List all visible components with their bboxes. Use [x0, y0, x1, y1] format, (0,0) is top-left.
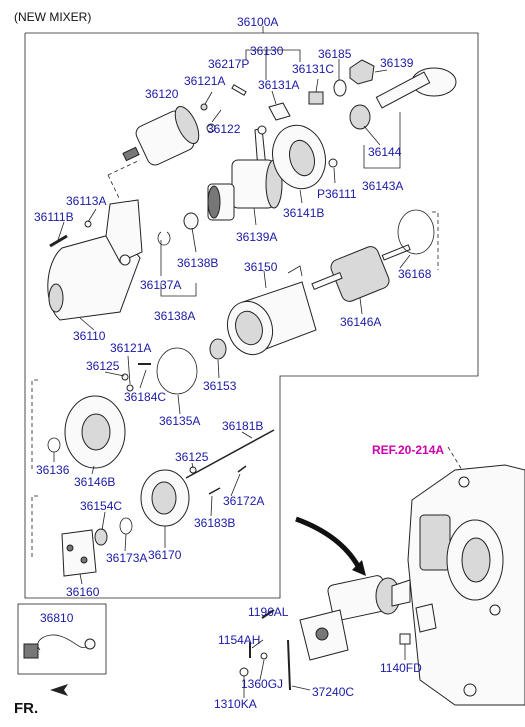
label-36183B[interactable]: 36183B: [194, 516, 236, 530]
o-ring-36168: [397, 209, 435, 255]
variant-title: (NEW MIXER): [14, 10, 92, 24]
plate-36141B: [272, 124, 326, 190]
label-36146A[interactable]: 36146A: [340, 315, 382, 329]
label-36810[interactable]: 36810: [40, 611, 74, 625]
label-36110[interactable]: 36110: [73, 329, 106, 343]
yoke-36150: [226, 265, 317, 356]
label-36144[interactable]: 36144: [368, 145, 402, 159]
label-36122[interactable]: 36122: [207, 122, 241, 136]
label-36139[interactable]: 36139: [380, 56, 414, 70]
label-36121A-mid[interactable]: 36121A: [110, 341, 152, 355]
label-36137A[interactable]: 36137A: [140, 278, 182, 292]
label-36153[interactable]: 36153: [203, 379, 237, 393]
label-1196AL[interactable]: 1196AL: [248, 605, 289, 619]
label-36111B[interactable]: 36111B: [34, 210, 74, 224]
label-36125-mid[interactable]: 36125: [86, 359, 120, 373]
engine-block: [407, 446, 525, 706]
front-housing-36110: [47, 199, 143, 321]
label-36131C[interactable]: 36131C: [292, 62, 335, 76]
label-36173A[interactable]: 36173A: [106, 551, 148, 565]
end-frame-36146B: [31, 379, 126, 470]
label-36150[interactable]: 36150: [244, 260, 278, 274]
label-36160[interactable]: 36160: [66, 585, 100, 599]
reference-link[interactable]: REF.20-214A: [372, 443, 445, 457]
front-direction-label: FR.: [14, 700, 39, 717]
pinion-clutch-36139A: [207, 159, 283, 221]
armature-36146A: [311, 244, 411, 302]
rear-cover-36170: [140, 469, 190, 527]
brush-plate-36160: [31, 495, 97, 577]
starter-assembly: [299, 575, 411, 661]
solenoid-36120: [107, 105, 200, 201]
label-36143A[interactable]: 36143A: [362, 179, 404, 193]
label-1154AH[interactable]: 1154AH: [218, 633, 261, 647]
label-36113A[interactable]: 36113A: [66, 194, 107, 208]
label-36141B[interactable]: 36141B: [283, 206, 325, 220]
label-P36111[interactable]: P36111: [317, 187, 357, 201]
label-37240C[interactable]: 37240C: [312, 685, 355, 699]
label-36170[interactable]: 36170: [148, 548, 182, 562]
pinion-shaft-36143A: [349, 67, 457, 130]
label-36120[interactable]: 36120: [145, 87, 179, 101]
label-1310KA[interactable]: 1310KA: [214, 697, 257, 711]
label-36181B[interactable]: 36181B: [222, 419, 264, 433]
bracket-36131A: [308, 91, 324, 105]
label-36146B[interactable]: 36146B: [74, 475, 116, 489]
label-36130[interactable]: 36130: [250, 44, 284, 58]
label-36121A-top[interactable]: 36121A: [184, 74, 226, 88]
label-36217P[interactable]: 36217P: [208, 57, 250, 71]
label-36168[interactable]: 36168: [398, 267, 432, 281]
front-arrow-icon: [50, 684, 68, 696]
label-36131A[interactable]: 36131A: [258, 78, 300, 92]
label-36135A[interactable]: 36135A: [159, 414, 201, 428]
label-36138B[interactable]: 36138B: [177, 256, 219, 270]
label-36125-low[interactable]: 36125: [175, 450, 209, 464]
assembly-label-36100A[interactable]: 36100A: [237, 15, 279, 29]
label-36172A[interactable]: 36172A: [223, 494, 265, 508]
label-36138A[interactable]: 36138A: [154, 309, 196, 323]
harness-36810: [23, 634, 96, 659]
label-1140FD[interactable]: 1140FD: [380, 661, 422, 675]
label-36139A[interactable]: 36139A: [236, 230, 278, 244]
label-1360GJ[interactable]: 1360GJ: [241, 677, 284, 691]
label-36154C[interactable]: 36154C: [80, 499, 123, 513]
label-36185[interactable]: 36185: [318, 47, 352, 61]
label-36184C[interactable]: 36184C: [124, 390, 167, 404]
label-36136[interactable]: 36136: [36, 463, 70, 477]
